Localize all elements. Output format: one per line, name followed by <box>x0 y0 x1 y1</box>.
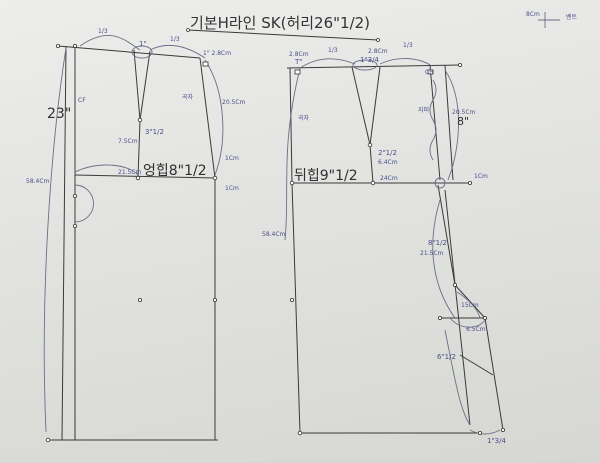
front-hip: 엉힙8"1/2 <box>143 163 207 179</box>
front-hip-ease-2: 1Cm <box>225 185 239 192</box>
front-side-curve-cm: 20.5Cm <box>222 99 246 106</box>
back-length-cm: 58.4Cm <box>262 231 286 238</box>
front-curve-label: 곡자 <box>182 93 194 101</box>
back-curve-label: 곡자 <box>298 114 310 122</box>
front-dart-width: 1" <box>139 40 147 48</box>
back-ratio-left: 1/3 <box>328 47 338 54</box>
vent-legend: 8Cm 벤트 <box>526 11 578 28</box>
legend-vent: 벤트 <box>566 13 578 21</box>
legend-size: 8Cm <box>526 11 540 18</box>
front-length-cm: 58.4Cm <box>26 178 50 185</box>
center-front-label: CF <box>78 97 86 104</box>
back-dart-width: 1"3/4 <box>360 56 379 64</box>
hem-extension: 1"3/4 <box>487 437 506 445</box>
front-ratio-right: 1/3 <box>170 36 180 43</box>
pattern-title: 기본H라인 SK(허리26"1/2) <box>190 14 370 32</box>
back-dart-cm: 2.8Cm <box>368 48 388 55</box>
back-left-mark: T" <box>294 58 303 66</box>
back-hip-ease: 1Cm <box>474 173 488 180</box>
back-hip: 뒤힙9"1/2 <box>294 168 358 184</box>
vent-upper-length: 8"1/2 <box>428 239 447 247</box>
front-ratio-left: 1/3 <box>98 28 108 35</box>
back-dart-length-cm: 6.4Cm <box>378 159 398 166</box>
center-back-label: CB <box>425 69 433 76</box>
title-underline <box>187 29 379 41</box>
front-hip-ease-1: 1Cm <box>225 155 239 162</box>
back-left-raise: 2.8Cm <box>289 51 309 58</box>
front-hip-cm: 21.5Cm <box>118 169 142 176</box>
vent-diagonal-cm: 15Cm <box>461 302 479 309</box>
front-length: 23" <box>47 106 71 122</box>
vent-upper-cm: 21.5Cm <box>420 250 444 257</box>
front-pattern: 1/3 1/3 1" 1" 2.8Cm 23" CF 3"1/2 7.5Cm 2… <box>26 28 246 443</box>
back-side-length: 8" <box>457 115 469 128</box>
back-side-curve-cm: 20.5Cm <box>452 109 476 116</box>
back-ratio-right: 1/3 <box>403 42 413 49</box>
back-dart-length: 2"1/2 <box>378 149 397 157</box>
front-dart-length: 3"1/2 <box>145 128 164 136</box>
vent-lower-length: 6"1/2 <box>437 353 456 361</box>
zipper-label: 지퍼 <box>418 106 429 114</box>
vent-width-cm: 6.5Cm <box>466 326 486 333</box>
back-hip-cm: 24Cm <box>380 175 398 182</box>
back-pattern: 1/3 1/3 2.8Cm T" 2.8Cm 1"3/4 2"1/2 6.4Cm… <box>262 42 506 445</box>
front-dart-length-cm: 7.5Cm <box>118 138 138 145</box>
front-side-raise: 1" 2.8Cm <box>203 50 231 57</box>
